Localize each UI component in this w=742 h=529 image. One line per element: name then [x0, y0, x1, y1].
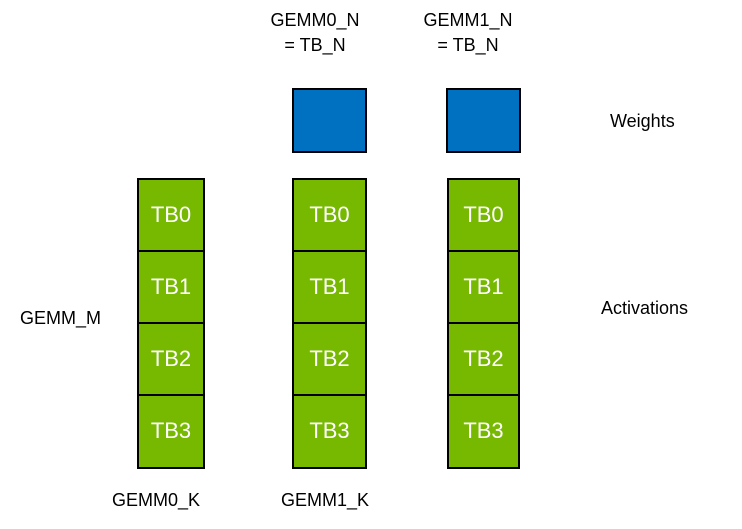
tb-cell: TB3 — [292, 394, 367, 469]
activations-column-2: TB0 TB1 TB2 TB3 — [447, 178, 520, 469]
tb-cell: TB0 — [447, 178, 520, 253]
gemm1-k-label: GEMM1_K — [280, 490, 370, 510]
weights-box-gemm0 — [292, 88, 367, 153]
gemm1-n-label-line1: GEMM1_N — [423, 10, 513, 30]
tb-cell: TB0 — [292, 178, 367, 253]
tb-cell: TB3 — [447, 394, 520, 469]
gemm0-n-label-line2: = TB_N — [284, 35, 346, 55]
activations-column-0: TB0 TB1 TB2 TB3 — [137, 178, 205, 469]
gemm1-n-label: GEMM1_N = TB_N — [393, 8, 543, 58]
tb-cell: TB1 — [292, 250, 367, 325]
tb-cell: TB1 — [447, 250, 520, 325]
tb-cell: TB2 — [137, 322, 205, 397]
tb-cell: TB3 — [137, 394, 205, 469]
weights-label: Weights — [610, 111, 675, 131]
tb-cell: TB2 — [447, 322, 520, 397]
tb-cell: TB2 — [292, 322, 367, 397]
tb-cell: TB1 — [137, 250, 205, 325]
activations-column-1: TB0 TB1 TB2 TB3 — [292, 178, 367, 469]
gemm0-n-label: GEMM0_N = TB_N — [240, 8, 390, 58]
gemm0-n-label-line1: GEMM0_N — [270, 10, 360, 30]
gemm-m-label: GEMM_M — [20, 308, 101, 328]
weights-box-gemm1 — [446, 88, 521, 153]
activations-label: Activations — [601, 298, 689, 318]
gemm0-k-label: GEMM0_K — [111, 490, 201, 510]
gemm1-n-label-line2: = TB_N — [437, 35, 499, 55]
tb-cell: TB0 — [137, 178, 205, 253]
